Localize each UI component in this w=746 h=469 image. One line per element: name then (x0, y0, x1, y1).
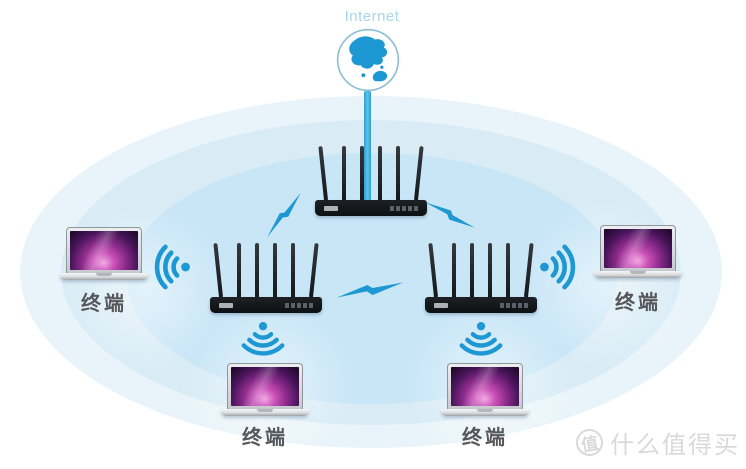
antenna (378, 146, 382, 200)
antenna (318, 146, 328, 201)
laptop-screen (227, 363, 303, 410)
port-led (291, 302, 295, 308)
laptop-display (231, 367, 299, 406)
laptop-terminal-left (60, 227, 148, 280)
router-antennas (315, 146, 427, 201)
antenna (396, 146, 400, 200)
watermark-text: 什么值得买 (610, 432, 740, 459)
antenna (428, 243, 438, 298)
laptop-screen (600, 225, 676, 272)
router-body (425, 297, 537, 313)
antenna (488, 243, 492, 297)
router-ports (500, 302, 528, 308)
antenna (237, 243, 241, 297)
port-led (297, 302, 301, 308)
terminal-label-right: 终端 (615, 292, 661, 314)
router-ports (285, 302, 313, 308)
laptop-display (604, 229, 672, 268)
port-led (524, 302, 528, 308)
laptop-screen (447, 363, 523, 410)
laptop-terminal-right (594, 225, 682, 278)
lightning-icon-center-link (318, 281, 422, 299)
laptop-base (221, 409, 309, 416)
globe-icon (335, 27, 401, 93)
antenna (255, 243, 259, 297)
router-logo (219, 302, 233, 308)
laptop-terminal-bottom-left (221, 363, 309, 416)
router-logo (434, 302, 448, 308)
port-led (512, 302, 516, 308)
port-led (500, 302, 504, 308)
router-mesh-right (425, 243, 537, 313)
router-main (315, 146, 427, 216)
port-led (303, 302, 307, 308)
wifi-icon-right (538, 244, 584, 290)
smzdm-badge-icon: 值 (573, 426, 606, 459)
antenna (452, 243, 456, 297)
antenna (273, 243, 277, 297)
watermark: 值 什么值得买 (573, 425, 740, 460)
router-ports (390, 205, 418, 211)
port-led (396, 205, 400, 211)
port-led (518, 302, 522, 308)
port-led (309, 302, 313, 308)
terminal-label-bottom-left: 终端 (242, 427, 288, 449)
wifi-icon-bottom-left (239, 320, 287, 364)
wifi-icon-left (146, 244, 192, 290)
laptop-display (451, 367, 519, 406)
antenna (470, 243, 474, 297)
internet-label: Internet (344, 8, 400, 25)
router-antennas (425, 243, 537, 298)
port-led (402, 205, 406, 211)
laptop-display (70, 231, 138, 270)
wifi-icon-bottom-right (457, 320, 505, 364)
antenna (360, 146, 364, 200)
antenna (506, 243, 510, 297)
antenna (291, 243, 295, 297)
port-led (390, 205, 394, 211)
antenna (524, 243, 534, 298)
laptop-base (594, 271, 682, 278)
laptop-screen (66, 227, 142, 274)
router-body (315, 200, 427, 216)
router-mesh-left (210, 243, 322, 313)
internet-wired-link (364, 91, 371, 205)
laptop-terminal-bottom-right (441, 363, 529, 416)
router-logo (324, 205, 338, 211)
router-antennas (210, 243, 322, 298)
port-led (506, 302, 510, 308)
terminal-label-bottom-right: 终端 (462, 427, 508, 449)
port-led (285, 302, 289, 308)
laptop-base (60, 273, 148, 280)
terminal-label-left: 终端 (81, 293, 127, 315)
port-led (414, 205, 418, 211)
router-body (210, 297, 322, 313)
antenna (414, 146, 424, 201)
antenna (213, 243, 223, 298)
port-led (408, 205, 412, 211)
antenna (342, 146, 346, 200)
laptop-base (441, 409, 529, 416)
